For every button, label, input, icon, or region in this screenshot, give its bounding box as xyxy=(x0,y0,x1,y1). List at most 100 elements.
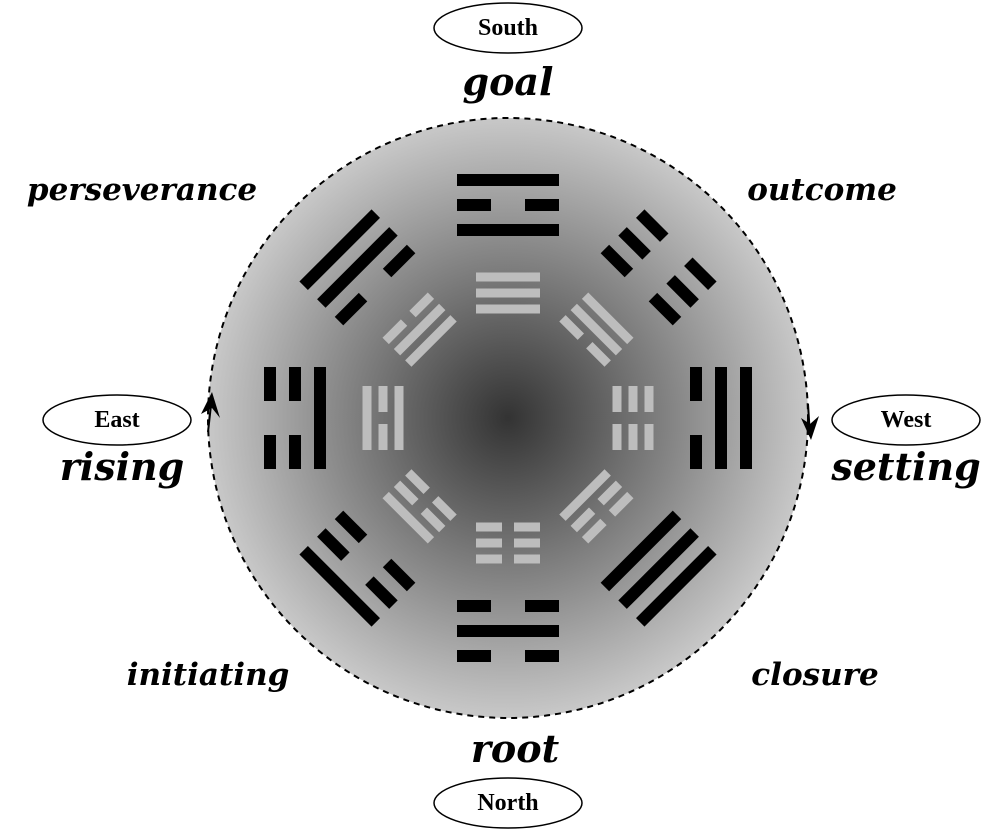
outer-trigram-bottom-right xyxy=(600,510,717,627)
outer-line-solid xyxy=(457,174,559,186)
outer-line-broken xyxy=(525,650,559,662)
outer-line-solid xyxy=(299,209,381,291)
inner-line-broken xyxy=(514,522,540,532)
outer-trigram-top-left xyxy=(299,209,416,326)
outer-line-broken xyxy=(684,257,717,291)
inner-line-broken xyxy=(378,424,388,450)
outer-line-broken xyxy=(618,227,651,260)
inner-line-solid xyxy=(382,491,435,544)
outer-line-broken xyxy=(600,244,634,278)
inner-line-broken xyxy=(628,424,638,450)
west-label: West xyxy=(881,407,932,433)
outer-line-broken xyxy=(289,367,301,401)
outer-trigram-right xyxy=(690,367,752,469)
outer-line-broken xyxy=(264,435,276,469)
inner-trigram-top-left xyxy=(382,292,457,367)
inner-trigram-bottom xyxy=(476,522,540,564)
inner-line-broken xyxy=(581,518,607,544)
outer-line-broken xyxy=(365,576,398,609)
inner-line-broken xyxy=(378,386,388,412)
outer-line-broken xyxy=(264,367,276,401)
outer-trigram-top xyxy=(457,174,559,236)
outer-line-solid xyxy=(314,367,326,469)
outer-trigram-bottom-left xyxy=(299,510,416,627)
outer-line-broken xyxy=(690,367,702,401)
outer-line-broken xyxy=(334,510,368,544)
closure-label: closure xyxy=(751,657,878,693)
inner-line-broken xyxy=(612,386,622,412)
inner-line-broken xyxy=(476,538,502,548)
outer-line-solid xyxy=(715,367,727,469)
inner-trigram-bottom-left xyxy=(382,469,457,544)
outer-trigrams xyxy=(264,174,752,662)
south-oval xyxy=(433,2,583,54)
inner-line-broken xyxy=(586,341,611,367)
outer-line-broken xyxy=(648,292,682,326)
inner-trigram-bottom-right xyxy=(559,469,634,544)
inner-line-broken xyxy=(559,315,585,340)
outer-line-broken xyxy=(635,209,669,242)
inner-line-broken xyxy=(597,480,623,506)
west-arrow-icon xyxy=(801,416,819,440)
east-oval xyxy=(42,394,192,446)
west-oval xyxy=(831,394,981,446)
outer-line-solid xyxy=(740,367,752,469)
outer-line-broken xyxy=(525,600,559,612)
inner-line-broken xyxy=(644,386,654,412)
outer-line-broken xyxy=(317,528,350,561)
east-label: East xyxy=(94,407,139,433)
outer-line-solid xyxy=(317,227,398,308)
setting-label: setting xyxy=(830,444,980,489)
goal-label: goal xyxy=(463,59,554,104)
inner-line-broken xyxy=(476,554,502,564)
outer-line-solid xyxy=(600,510,682,592)
outer-line-broken xyxy=(382,558,416,592)
outer-line-solid xyxy=(457,224,559,236)
inner-line-solid xyxy=(476,272,540,282)
inner-trigrams xyxy=(362,272,654,564)
inner-trigram-top-right xyxy=(559,292,634,367)
inner-line-broken xyxy=(393,480,419,506)
inner-trigram-left xyxy=(362,386,404,450)
inner-line-solid xyxy=(581,292,634,345)
outer-trigram-bottom xyxy=(457,600,559,662)
inner-line-solid xyxy=(393,303,446,356)
inner-line-solid xyxy=(476,304,540,314)
outer-line-broken xyxy=(525,199,559,211)
outer-line-solid xyxy=(299,545,381,627)
inner-line-solid xyxy=(362,386,372,450)
inner-line-broken xyxy=(514,538,540,548)
inner-line-broken xyxy=(514,554,540,564)
inner-line-broken xyxy=(570,507,596,533)
initiating-label: initiating xyxy=(127,657,290,693)
outer-line-broken xyxy=(457,650,491,662)
outer-line-broken xyxy=(334,292,368,326)
outer-line-solid xyxy=(635,545,717,627)
inner-line-broken xyxy=(409,292,435,318)
rising-label: rising xyxy=(60,444,184,489)
north-label: North xyxy=(477,790,538,816)
inner-line-solid xyxy=(476,288,540,298)
inner-line-broken xyxy=(431,496,457,521)
perseverance-label: perseverance xyxy=(27,172,257,208)
north-oval xyxy=(433,777,583,829)
inner-trigram-top xyxy=(476,272,540,314)
inner-line-solid xyxy=(570,303,623,356)
outer-line-broken xyxy=(382,244,416,278)
outer-line-broken xyxy=(690,435,702,469)
inner-line-solid xyxy=(559,469,611,521)
inner-trigram-right xyxy=(612,386,654,450)
inner-line-broken xyxy=(405,469,430,495)
outer-line-solid xyxy=(457,625,559,637)
inner-line-broken xyxy=(420,507,446,533)
inner-line-broken xyxy=(628,386,638,412)
outer-line-broken xyxy=(457,600,491,612)
outer-line-broken xyxy=(666,275,699,308)
outer-line-broken xyxy=(289,435,301,469)
south-label: South xyxy=(478,15,538,41)
outcome-label: outcome xyxy=(747,172,897,208)
outer-line-solid xyxy=(618,528,699,609)
outer-trigram-left xyxy=(264,367,326,469)
east-arrow-icon xyxy=(201,392,220,418)
